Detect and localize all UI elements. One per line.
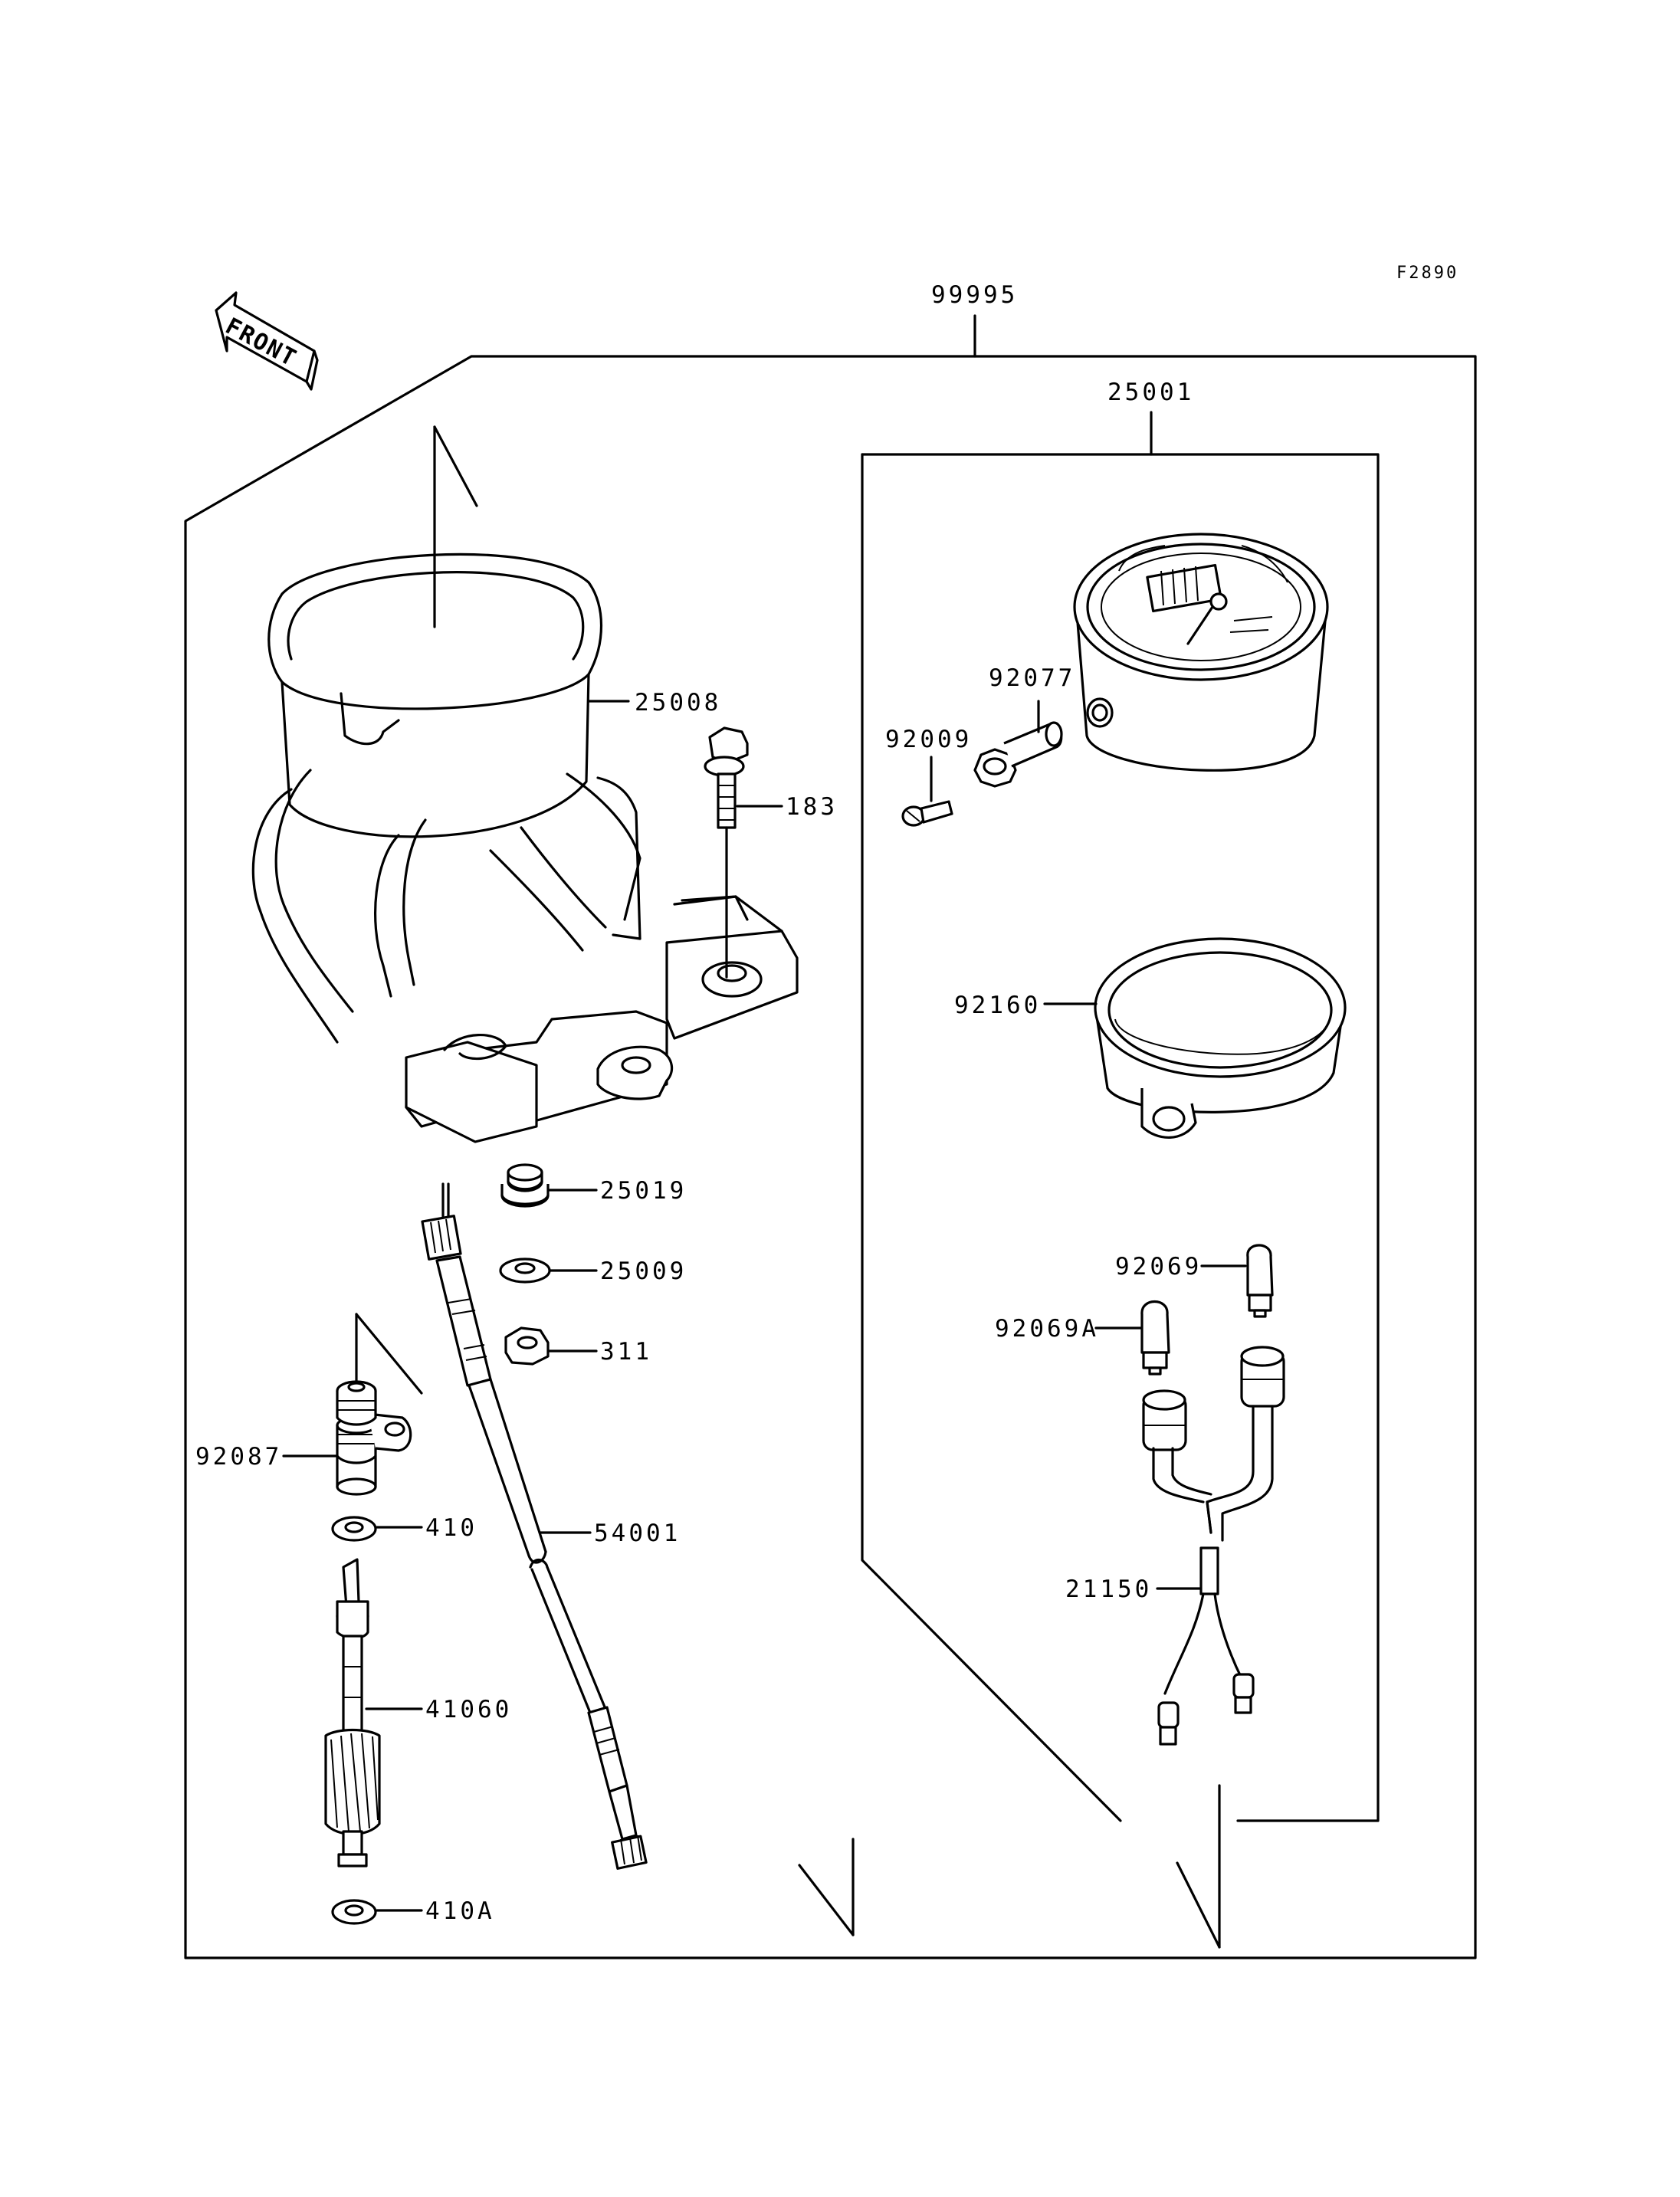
drive-gear — [324, 1558, 381, 1867]
part-label-54001: 54001 — [594, 1520, 681, 1547]
part-label-99995: 99995 — [931, 281, 1018, 309]
bulb-92069 — [1246, 1244, 1274, 1318]
bulb-socket-harness — [1142, 1346, 1285, 1746]
meter-case — [1094, 937, 1347, 1139]
part-label-25019: 25019 — [600, 1177, 687, 1205]
trip-reset-knob — [973, 721, 1063, 788]
screw-92009 — [901, 800, 953, 827]
figure-code: F2890 — [1396, 264, 1459, 283]
gear-housing — [336, 1380, 412, 1496]
speedometer-meter — [1073, 533, 1329, 772]
part-label-311: 311 — [600, 1338, 652, 1366]
part-label-183: 183 — [786, 793, 838, 821]
part-label-410: 410 — [425, 1514, 477, 1542]
part-label-25001: 25001 — [1107, 379, 1194, 406]
part-label-92069: 92069 — [1115, 1253, 1202, 1280]
part-label-92077: 92077 — [989, 664, 1075, 692]
part-label-92087: 92087 — [195, 1443, 282, 1471]
part-label-21150: 21150 — [1065, 1576, 1152, 1603]
meter-assembly-frame — [355, 411, 1380, 1949]
outer-assembly-frame — [184, 314, 1477, 1959]
part-label-25008: 25008 — [635, 689, 721, 716]
washer-410A — [331, 1899, 377, 1925]
washer-410 — [331, 1516, 377, 1542]
part-label-410A: 410A — [425, 1897, 495, 1925]
part-label-25009: 25009 — [600, 1258, 687, 1285]
washer-25009 — [499, 1258, 551, 1284]
meter-cup-bracket — [251, 553, 799, 1143]
speedometer-cable — [421, 1182, 648, 1870]
bolt-183 — [704, 726, 749, 979]
part-label-92160: 92160 — [954, 992, 1041, 1019]
nut-311 — [504, 1326, 550, 1366]
bulb-92069A — [1140, 1300, 1170, 1376]
part-label-41060: 41060 — [425, 1696, 512, 1723]
part-label-92009: 92009 — [885, 726, 972, 753]
part-label-92069A: 92069A — [995, 1315, 1099, 1343]
grommet-25019 — [500, 1163, 550, 1208]
front-arrow-icon: FRONT — [215, 291, 319, 391]
